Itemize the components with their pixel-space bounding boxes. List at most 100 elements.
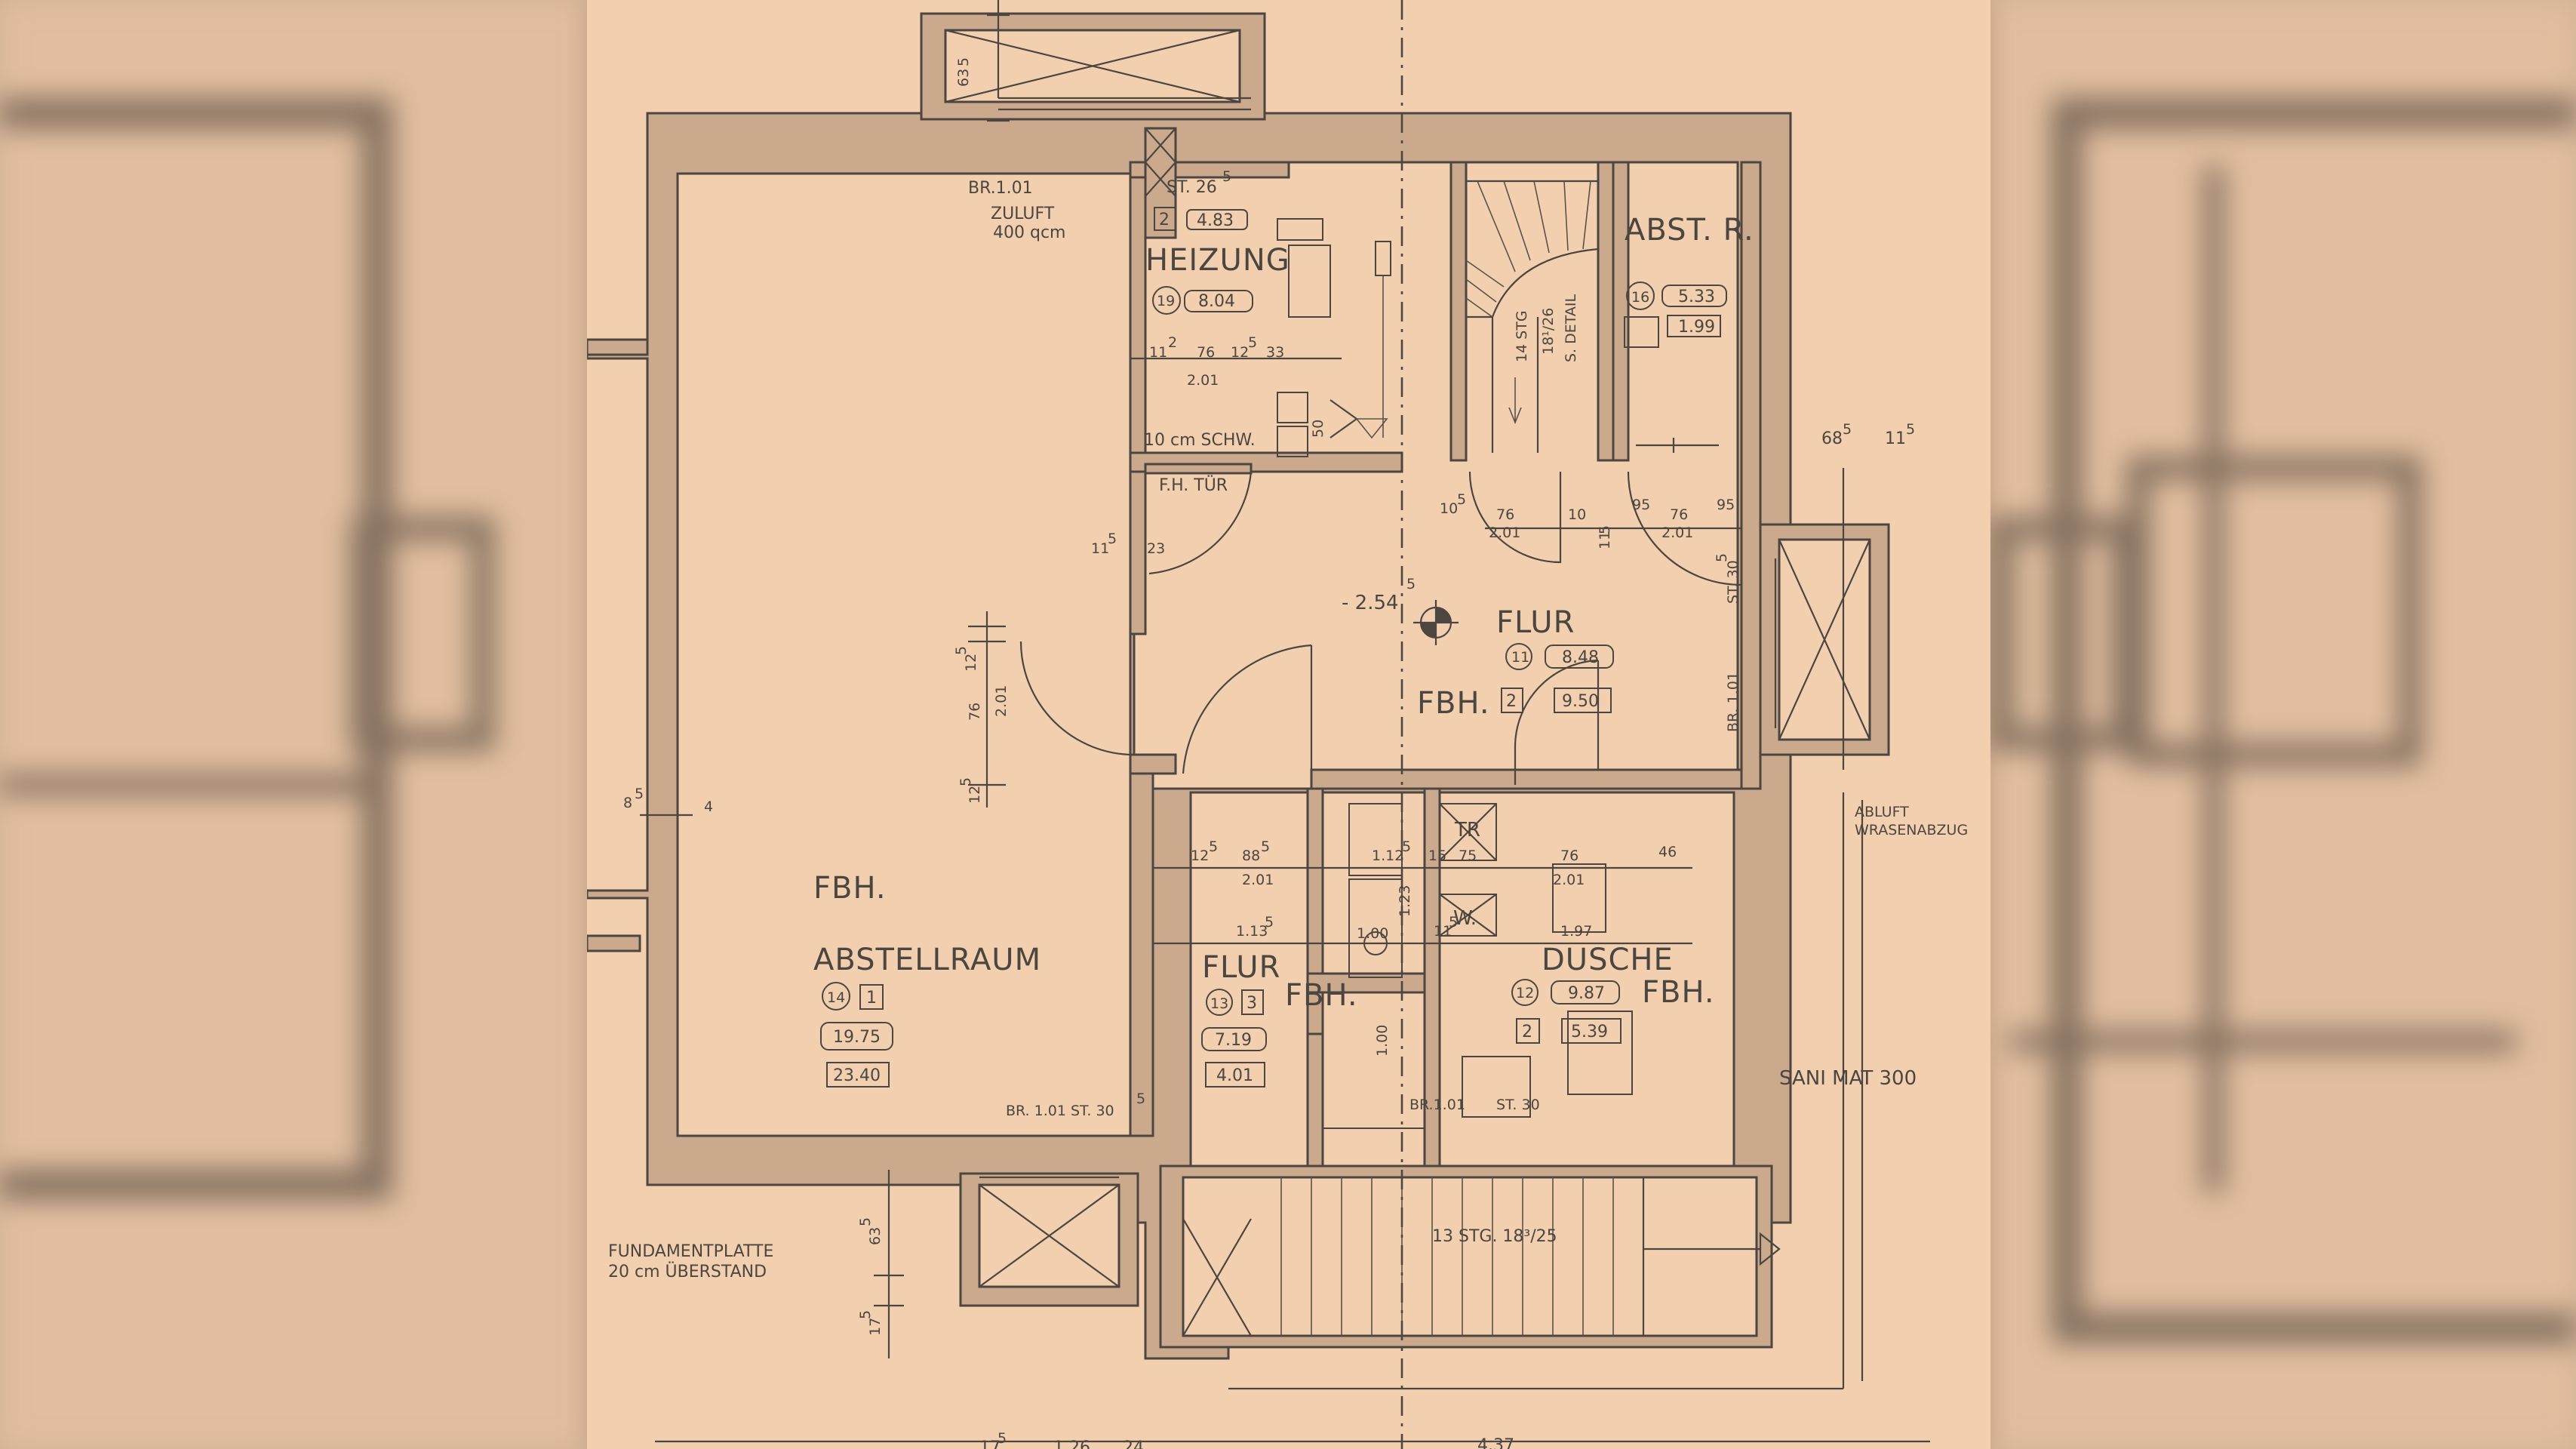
flur-main-fbh-no: 2 — [1506, 692, 1517, 711]
floor-plan-sheet: 63 5 BR.1.01 ZULUFT 400 qcm ST. 26 5 2 4… — [587, 0, 1990, 1449]
dim-635-top: 63 — [955, 69, 972, 87]
svg-text:23: 23 — [1147, 540, 1165, 557]
svg-text:5: 5 — [1136, 1091, 1145, 1107]
dusche-sub-no: 2 — [1522, 1023, 1532, 1041]
wall-abstr-left — [1612, 161, 1630, 462]
wall-stair-right — [1597, 161, 1615, 462]
svg-text:50: 50 — [1310, 420, 1326, 438]
stair-note-1: 14 STG — [1514, 310, 1530, 362]
dusche-area: 9.87 — [1568, 984, 1605, 1003]
top-shaft-cross — [945, 29, 1240, 103]
svg-text:11: 11 — [1091, 540, 1109, 557]
svg-text:5: 5 — [955, 57, 972, 66]
svg-text:88: 88 — [1242, 848, 1260, 864]
label-stairs-bottom: 13 STG. 18³/25 — [1432, 1227, 1557, 1246]
label-fh-tur: F.H. TÜR — [1159, 475, 1228, 495]
flur-small-sub-no: 3 — [1247, 994, 1257, 1013]
label-abluft: ABLUFT — [1855, 804, 1909, 820]
abstellraum-no: 14 — [827, 989, 845, 1006]
dryer-box — [1439, 803, 1497, 861]
boiler-bottom — [1277, 426, 1308, 457]
abstellraum-fbh: FBH. — [813, 871, 887, 906]
left-wall-stub-lower — [587, 934, 641, 952]
svg-text:17: 17 — [867, 1318, 884, 1336]
label-br-top: BR.1.01 — [968, 179, 1033, 198]
abstellraum-sub-no: 1 — [866, 989, 877, 1008]
svg-text:5: 5 — [1843, 421, 1852, 438]
sink — [1348, 878, 1403, 978]
label-st30: ST. 30 — [1725, 560, 1741, 604]
abstr-sub-val: 1.99 — [1678, 318, 1715, 337]
dusche-no: 12 — [1516, 985, 1534, 1001]
door-fh-tur — [1148, 471, 1253, 575]
svg-text:2.01: 2.01 — [1553, 872, 1585, 888]
svg-text:24: 24 — [1123, 1438, 1144, 1449]
svg-text:5: 5 — [1108, 531, 1117, 547]
stair-treads — [1280, 1177, 1644, 1336]
door-dusche — [1514, 659, 1599, 785]
svg-text:1.23: 1.23 — [1397, 885, 1413, 917]
svg-text:11: 11 — [1885, 429, 1906, 448]
svg-text:5: 5 — [1714, 553, 1730, 562]
svg-text:5: 5 — [958, 777, 974, 786]
svg-text:2.01: 2.01 — [1661, 525, 1693, 541]
svg-text:5: 5 — [1265, 914, 1274, 931]
svg-text:5: 5 — [1222, 168, 1231, 185]
svg-text:5: 5 — [857, 1310, 874, 1319]
label-st-mid: ST. 30 — [1496, 1097, 1540, 1113]
svg-text:33: 33 — [1266, 344, 1284, 361]
svg-text:5: 5 — [1209, 838, 1218, 855]
wall-heizung-right — [1449, 161, 1468, 462]
svg-text:8: 8 — [623, 795, 632, 811]
svg-text:1.12: 1.12 — [1372, 848, 1403, 864]
label-level: - 2.54 — [1342, 592, 1399, 614]
svg-text:76: 76 — [1197, 344, 1215, 361]
svg-text:5: 5 — [1457, 491, 1466, 508]
svg-text:11: 11 — [1434, 923, 1452, 940]
flur-main-fbh-val: 9.50 — [1562, 692, 1599, 711]
label-st26: ST. 26 — [1167, 178, 1217, 197]
svg-text:68: 68 — [1821, 429, 1843, 448]
left-wall-stub-upper — [587, 338, 649, 356]
heizung-no: 19 — [1157, 293, 1175, 309]
bottom-stairs — [1182, 1176, 1758, 1337]
svg-text:12: 12 — [963, 654, 979, 672]
svg-text:76: 76 — [1560, 848, 1578, 864]
svg-text:95: 95 — [1632, 497, 1650, 513]
floor-plan-drawing: 63 5 BR.1.01 ZULUFT 400 qcm ST. 26 5 2 4… — [587, 0, 1968, 1449]
flur-main-no: 11 — [1511, 649, 1529, 666]
dusche-fbh: FBH. — [1642, 975, 1715, 1010]
dusche-sub-val: 5.39 — [1571, 1023, 1608, 1041]
svg-text:4.37: 4.37 — [1477, 1436, 1514, 1449]
svg-text:11: 11 — [1149, 344, 1167, 361]
abstellraum-sub-val: 23.40 — [833, 1066, 881, 1085]
svg-text:5: 5 — [953, 646, 970, 655]
svg-text:12: 12 — [1231, 344, 1249, 361]
sink-lower — [1322, 992, 1425, 1129]
wall-flur-dusche — [1310, 768, 1743, 790]
flur-main-fbh: FBH. — [1417, 686, 1490, 721]
washer-box — [1439, 894, 1497, 937]
door-small-flur — [1182, 644, 1312, 774]
svg-text:1.26: 1.26 — [1053, 1438, 1090, 1449]
svg-text:76: 76 — [967, 703, 983, 721]
flur-small-name: FLUR — [1202, 950, 1280, 985]
abstr-area: 5.33 — [1678, 288, 1715, 306]
chimney — [1144, 127, 1177, 239]
svg-text:2.01: 2.01 — [1489, 525, 1520, 541]
wall-right-inner — [1740, 161, 1762, 790]
door-abstr — [1627, 471, 1743, 586]
label-wrasen: WRASENABZUG — [1855, 822, 1968, 838]
bottom-shaft-cross — [979, 1184, 1120, 1287]
svg-text:5: 5 — [998, 1430, 1007, 1447]
label-fundament-1: FUNDAMENTPLATTE — [608, 1242, 773, 1261]
label-w: W. — [1453, 907, 1477, 930]
stair-note-2: 18¹/26 — [1540, 308, 1557, 355]
abstr-name: ABST. R. — [1625, 213, 1754, 248]
svg-text:5: 5 — [857, 1217, 874, 1226]
wall-small-flur-left — [1129, 753, 1154, 1137]
svg-text:12: 12 — [1191, 848, 1209, 864]
abstr-no: 16 — [1631, 289, 1649, 306]
svg-text:5: 5 — [1406, 576, 1416, 592]
